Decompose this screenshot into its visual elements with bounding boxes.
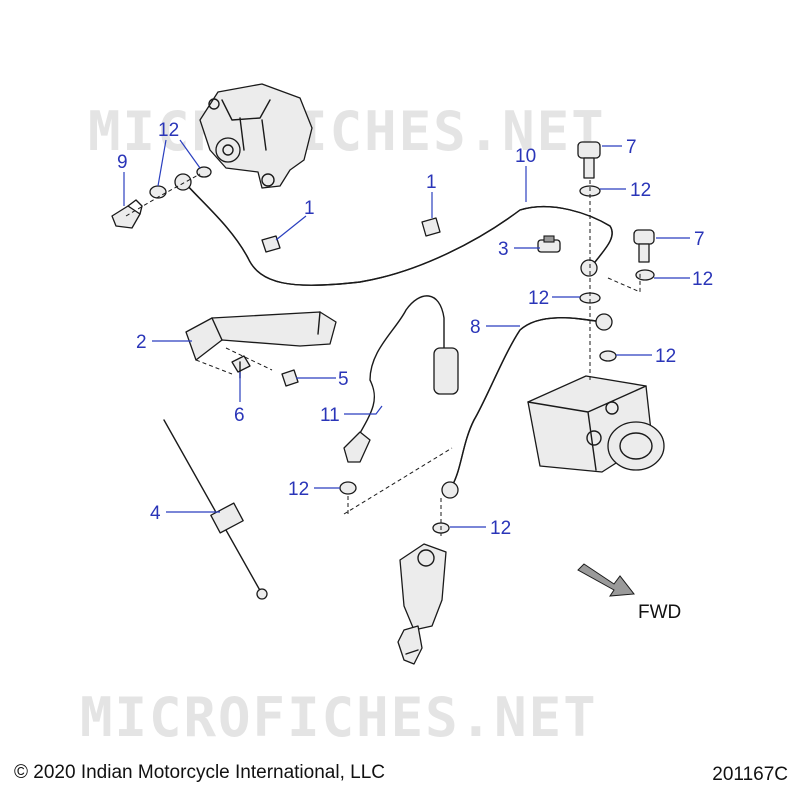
watermark-top: MICROFICHES.NET [88,100,606,163]
forward-arrow-icon [577,563,635,597]
diagram-id: 201167C [712,764,788,785]
callouts: 1 1 2 3 4 5 6 7 7 8 9 10 11 12 12 12 12 … [117,120,713,539]
line-clips [261,217,441,253]
abs-module [527,375,665,473]
master-cylinder [397,543,447,665]
washers [149,166,655,534]
callout-12-g: 12 [490,518,511,539]
callout-10: 10 [515,146,536,167]
callout-3: 3 [498,239,509,260]
callout-12-f: 12 [288,479,309,500]
pressure-switch [537,235,561,253]
callout-12-b: 12 [630,180,651,201]
forward-arrow: FWD [577,563,681,623]
callout-6: 6 [234,405,245,426]
fwd-label: FWD [638,602,681,623]
callout-8: 8 [470,317,481,338]
wheel-speed-sensor [343,295,459,463]
callout-11: 11 [320,405,340,426]
callout-4: 4 [150,503,161,524]
callout-5: 5 [338,369,349,390]
brake-caliper [199,83,313,189]
banjo-bolts [577,141,655,263]
bleeder-screw [111,199,143,229]
copyright-notice: © 2020 Indian Motorcycle International, … [14,762,385,783]
callout-12-e: 12 [655,346,676,367]
callout-12-d: 12 [528,288,549,309]
bracket-fasteners [231,355,299,387]
brake-line-8 [441,313,613,499]
callout-1-clip-a: 1 [304,198,315,219]
callout-12-a: 12 [158,120,179,141]
callout-9: 9 [117,152,128,173]
callout-1-clip-b: 1 [426,172,437,193]
callout-7-b: 7 [694,229,705,250]
callout-7-a: 7 [626,137,637,158]
watermark-bottom: MICROFICHES.NET [80,686,598,749]
cable-tie [163,419,268,600]
leader-lines [123,139,690,528]
mounting-bracket [185,311,337,361]
assembly-dash-lines [125,173,641,536]
brake-line-10 [174,173,613,286]
callout-2: 2 [136,332,147,353]
callout-12-c: 12 [692,269,713,290]
